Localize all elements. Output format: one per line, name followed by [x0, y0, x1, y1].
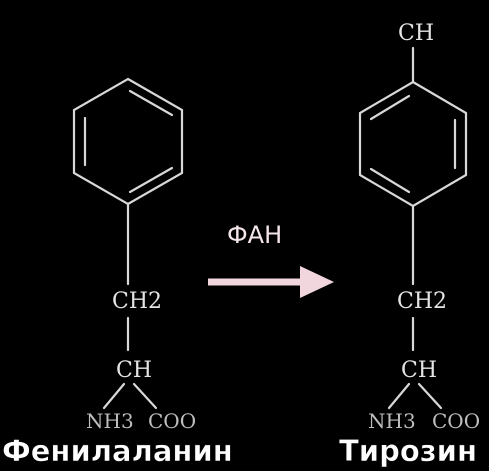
phenylalanine-structure: CH2 CH NH3 COO [72, 77, 196, 433]
tyrosine-nh3-label: NH3 [368, 409, 416, 433]
reaction-arrow: ФАН [208, 221, 334, 298]
phenylalanine-ch-nh3-bond [102, 382, 126, 410]
phenylalanine-caption: Фенилаланин [2, 434, 233, 468]
tyrosine-coo-label: COO [432, 409, 480, 433]
tyrosine-top-group-label: CH [398, 21, 434, 46]
phenylalanine-ch2-label: CH2 [112, 289, 162, 314]
tyrosine-ch-nh3-bond [387, 382, 411, 410]
enzyme-label: ФАН [227, 221, 282, 249]
tyrosine-caption: Тирозин [339, 434, 477, 468]
tyrosine-ring-double-bond [369, 167, 411, 194]
tyrosine-ch-label: CH [401, 358, 437, 383]
tyrosine-ch2-label: CH2 [397, 289, 447, 314]
phenylalanine-ch-coo-bond [132, 382, 158, 410]
phenylalanine-ch-label: CH [116, 358, 152, 383]
phenylalanine-coo-label: COO [148, 409, 196, 433]
phenylalanine-benzene-ring [72, 77, 184, 206]
phenylalanine-ring-double-bond [128, 166, 174, 194]
tyrosine-benzene-ring [358, 80, 468, 208]
tyrosine-ch-coo-bond [417, 382, 443, 410]
tyrosine-ring-double-bond [369, 94, 411, 121]
reaction-arrow-head [300, 266, 334, 298]
phenylalanine-ring-double-bond [128, 89, 174, 117]
phenylalanine-nh3-label: NH3 [86, 409, 134, 433]
tyrosine-structure: CH CH2 CH NH3 COO [358, 21, 480, 433]
